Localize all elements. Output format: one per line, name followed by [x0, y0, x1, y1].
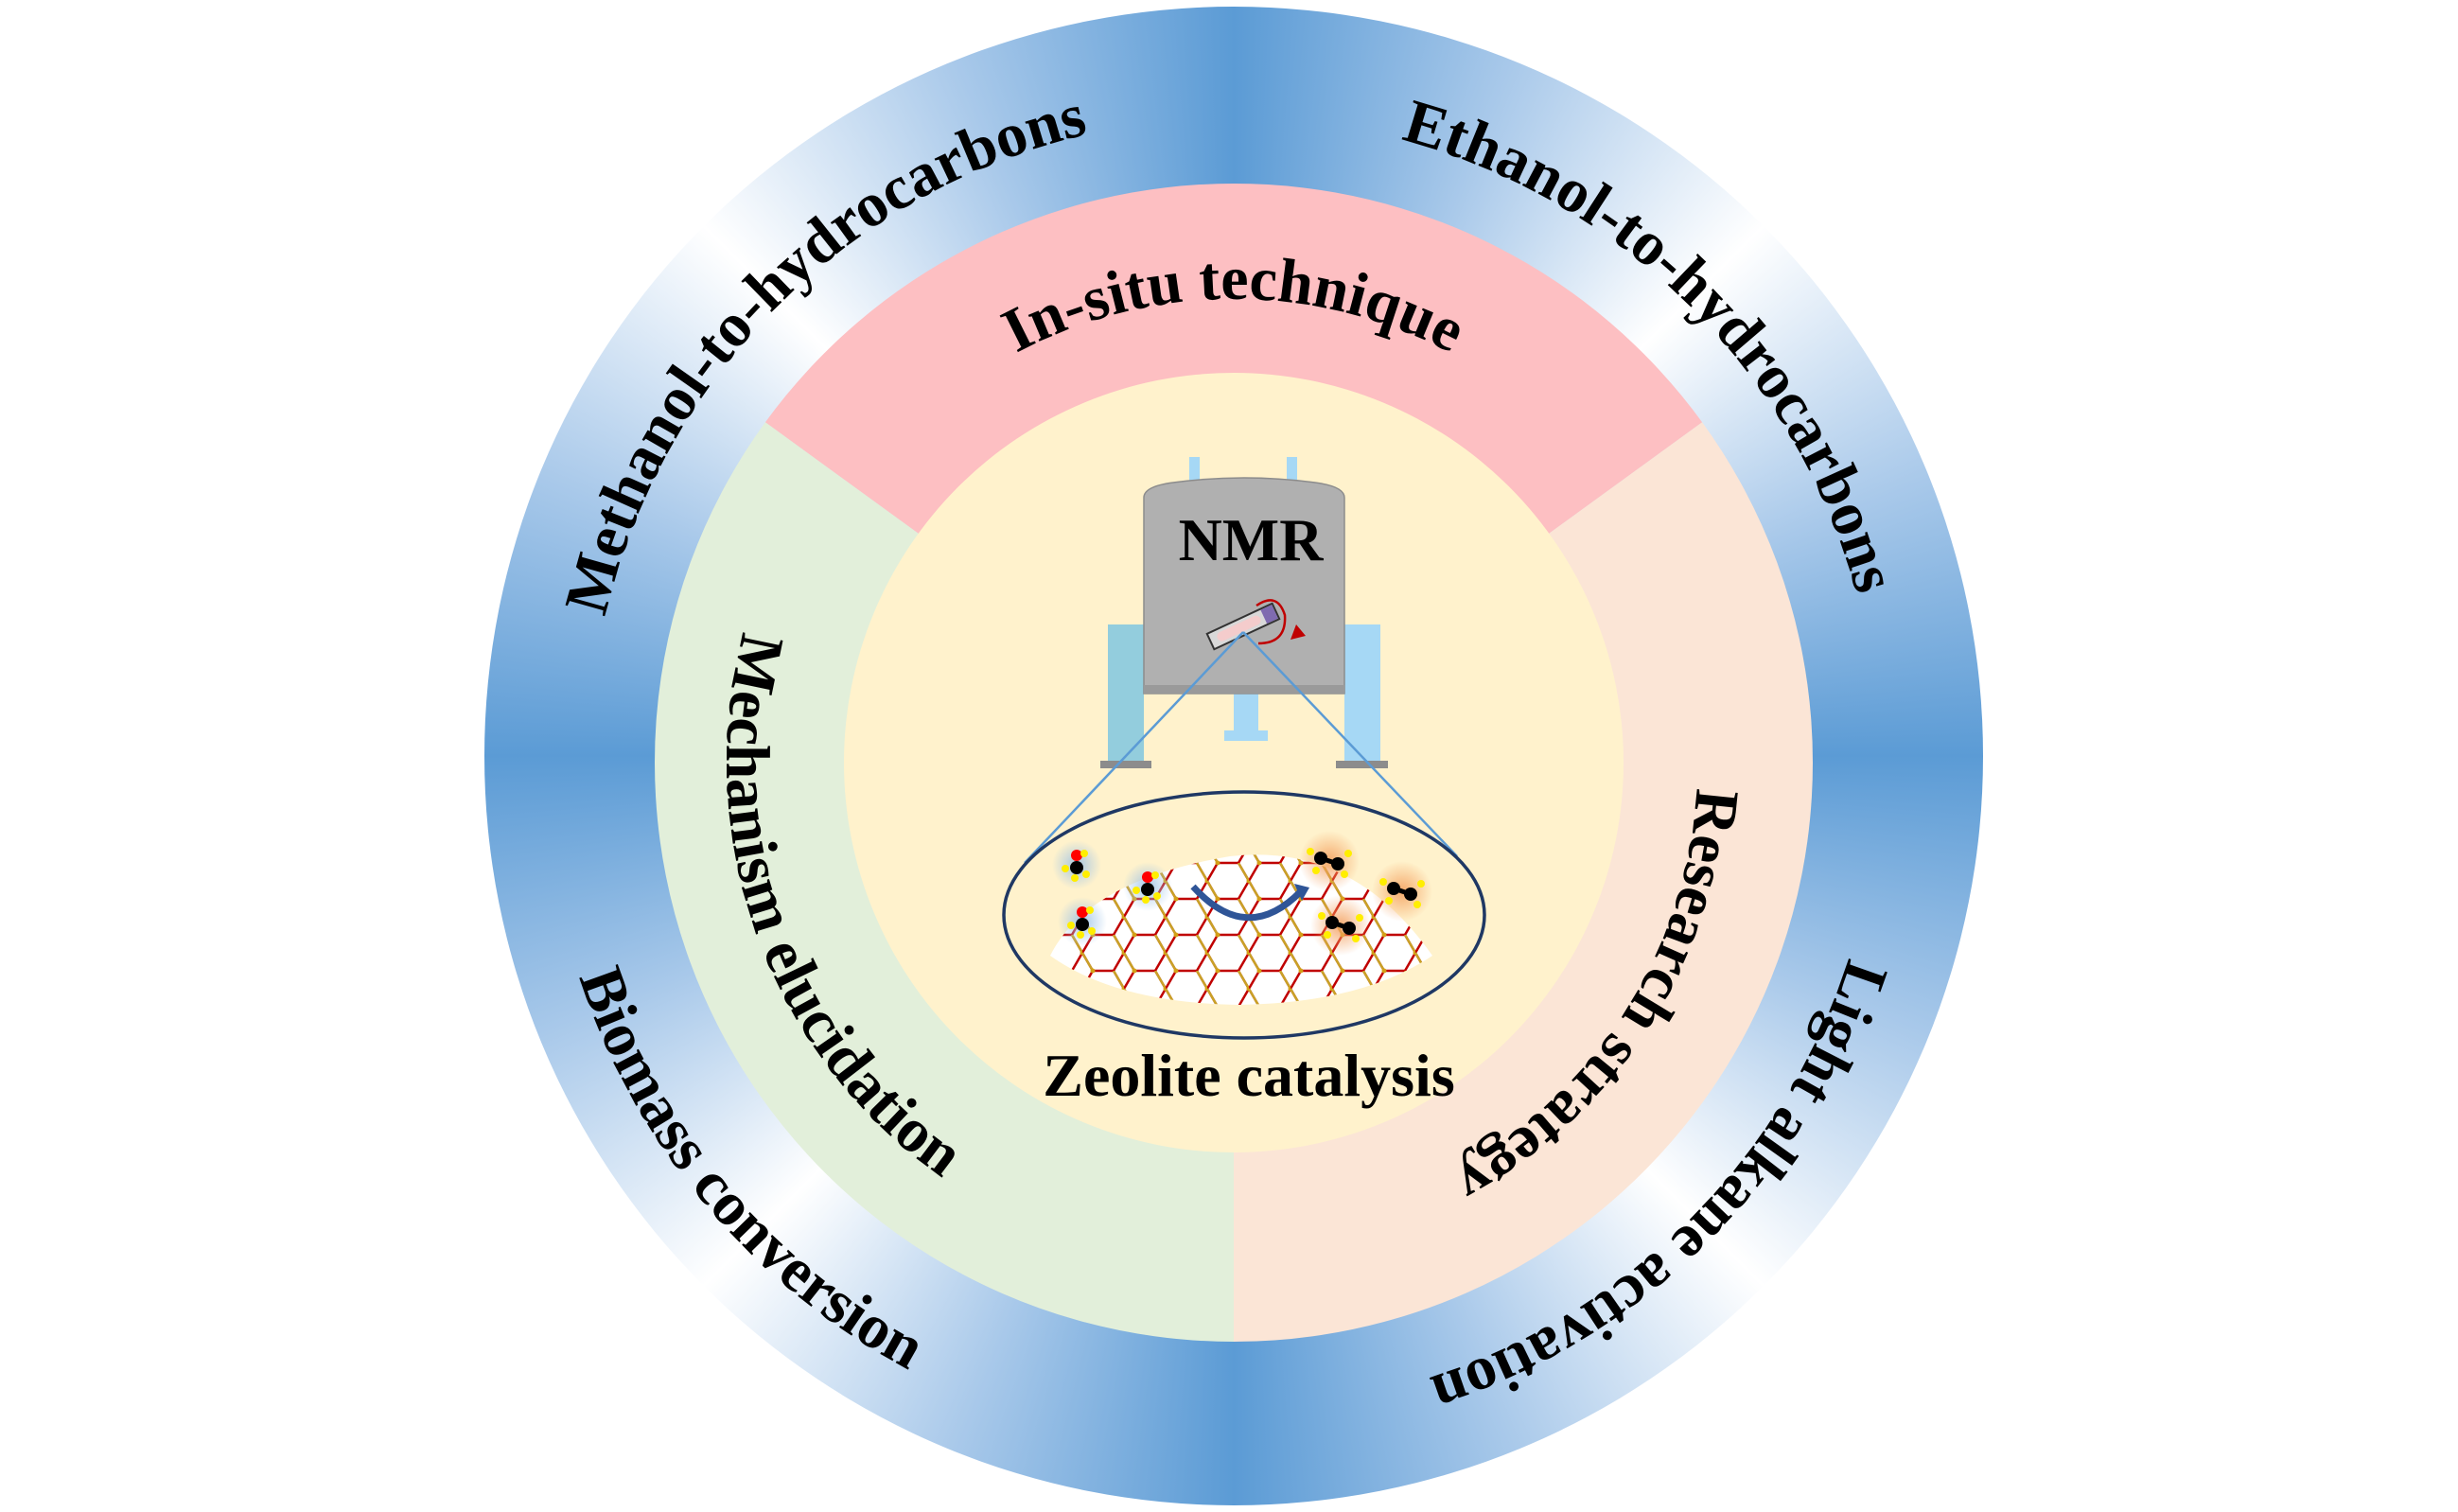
zoom-line-left — [1024, 631, 1244, 864]
carbon-atom — [1387, 882, 1400, 895]
leg-left — [1108, 624, 1144, 761]
nmr-label: NMR — [1179, 506, 1325, 573]
hydrogen-atom — [1312, 867, 1320, 874]
oxygen-atom — [1077, 906, 1088, 918]
hydrogen-atom — [1088, 927, 1096, 935]
hydrogen-atom — [1417, 880, 1425, 888]
magnet-body — [1143, 477, 1345, 694]
hydrogen-atom — [1082, 870, 1090, 878]
hydrogen-atom — [1356, 914, 1363, 922]
hydrogen-atom — [1077, 931, 1084, 939]
hydrogen-atom — [1153, 892, 1161, 900]
foot-right — [1336, 761, 1388, 768]
hydrogen-atom — [1071, 874, 1079, 882]
nmr-spectrometer-illustration: NMR — [1024, 457, 1458, 864]
probe-base — [1224, 730, 1268, 741]
magnify-ellipse — [1002, 790, 1486, 1040]
hydrogen-atom — [1142, 896, 1150, 904]
carbon-atom — [1404, 888, 1417, 901]
hydrogen-atom — [1307, 848, 1314, 855]
zeolite-catalysis-caption: Zeolite catalysis — [1043, 1042, 1454, 1109]
carbon-atom — [1343, 922, 1356, 935]
pipe-right — [1287, 457, 1297, 483]
hydrogen-atom — [1344, 850, 1352, 857]
hydrogen-atom — [1086, 906, 1094, 914]
hydrogen-atom — [1352, 935, 1360, 942]
carbon-atom — [1314, 852, 1327, 865]
carbon-atom — [1076, 918, 1089, 931]
reaction-arrow-icon — [1190, 884, 1304, 922]
hydrogen-atom — [1385, 897, 1393, 905]
magnet-base-strip — [1144, 685, 1344, 694]
mas-rotor-icon — [1205, 602, 1281, 651]
hydrogen-atom — [1379, 878, 1387, 886]
foot-left — [1100, 761, 1151, 768]
hydrogen-atom — [1080, 850, 1088, 857]
rotation-arrow-icon — [1255, 599, 1287, 645]
hydrogen-atom — [1341, 870, 1348, 878]
leg-right — [1344, 624, 1380, 761]
hydrogen-atom — [1318, 912, 1326, 920]
carbon-atom — [1070, 861, 1083, 874]
zoom-line-right — [1242, 631, 1458, 857]
hydrogen-atom — [1413, 901, 1421, 908]
carbon-atom — [1141, 883, 1154, 896]
hydrogen-atom — [1151, 871, 1159, 879]
carbon-atom — [1326, 916, 1339, 929]
oxygen-atom — [1142, 871, 1153, 883]
arrowhead-icon — [1290, 624, 1306, 640]
hydrogen-atom — [1067, 922, 1075, 929]
hydrogen-atom — [1132, 887, 1140, 894]
probe-stem — [1234, 694, 1258, 731]
hydrogen-atom — [1324, 931, 1331, 939]
oxygen-atom — [1071, 850, 1082, 861]
carbon-atom — [1331, 857, 1344, 870]
reaction-arrowhead-icon — [1294, 884, 1309, 901]
pipe-left — [1189, 457, 1200, 483]
hydrogen-atom — [1062, 865, 1069, 872]
